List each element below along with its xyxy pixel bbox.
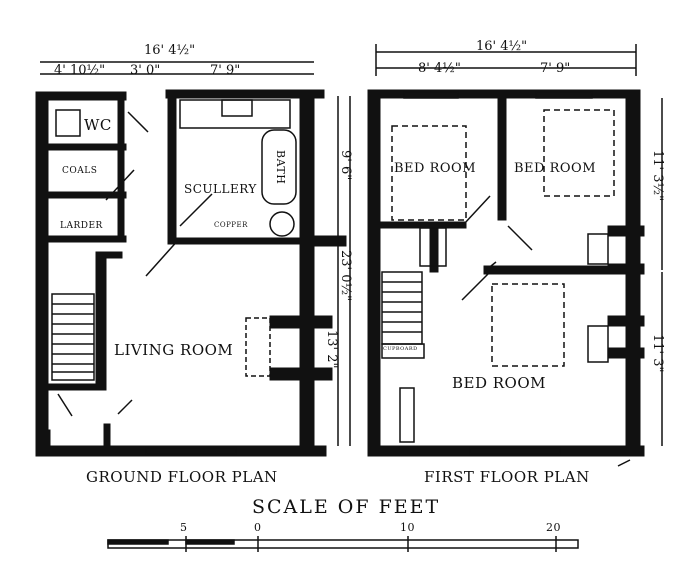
door-swing (57, 393, 73, 417)
ff-window-front (469, 447, 561, 455)
living-room-label: LIVING ROOM (114, 341, 234, 359)
gf-chimney-top (269, 315, 333, 329)
bed-room-1-label: BED ROOM (394, 161, 477, 176)
gf-window-front (145, 447, 237, 455)
gf-small-rooms-right-wall (117, 95, 125, 243)
wc-pan (55, 109, 81, 137)
gf-stair-wall-bottom (39, 383, 107, 391)
gf-door-post-left (39, 429, 51, 449)
ff-dim-overall-width: 16' 4½" (476, 39, 528, 54)
ff-mid-wall (497, 91, 507, 221)
gf-chimney-bottom (269, 367, 333, 381)
ff-chimney-b2 (607, 347, 645, 359)
gf-stair-wall-top (95, 251, 123, 259)
ff-dim-bottom-depth: 11' 3" (650, 334, 665, 373)
ground-floor-caption: GROUND FLOOR PLAN (86, 468, 278, 486)
gf-coals-wall-bottom (35, 191, 127, 199)
gf-dim-left-width: 4' 10½" (54, 63, 106, 78)
gf-scullery-left-wall (167, 91, 177, 243)
gf-wc-wall-bottom (35, 143, 127, 151)
ff-bed-partition (379, 221, 467, 229)
ff-stair-partition (429, 221, 439, 273)
door-swing (463, 195, 491, 225)
ff-dim-right-width: 7' 9" (540, 61, 571, 76)
gf-dim-middle-width: 3' 0" (130, 63, 161, 78)
bed-room-2-label: BED ROOM (514, 161, 597, 176)
cupboard-label: CUPBOARD (383, 346, 418, 352)
bed-outline-1 (391, 125, 467, 221)
gf-wall-right (299, 91, 315, 457)
scale-tick-10: 10 (400, 521, 415, 534)
gf-stairs (51, 293, 95, 381)
ff-window-top-2 (535, 91, 593, 99)
ff-dim-top-depth: 11' 3½" (650, 150, 665, 202)
gf-larder-wall-bottom (35, 235, 127, 243)
first-floor-thin-lines (375, 44, 663, 467)
gf-dim-right-width: 7' 9" (210, 63, 241, 78)
gf-wall-top-left (35, 91, 127, 101)
ground-floor-thin-lines (40, 61, 351, 455)
copper-label: COPPER (214, 221, 248, 229)
ff-stairs (381, 271, 423, 345)
ff-chimney-top (607, 225, 645, 237)
ff-chimney-mid (607, 263, 645, 275)
door-swing (117, 399, 133, 415)
gf-scullery-bottom-wall (167, 237, 309, 245)
sink-fixture (221, 99, 253, 117)
bath-label: BATH (274, 150, 287, 185)
gf-hearth (245, 317, 271, 377)
door-swing (105, 169, 135, 201)
gf-dim-overall-width: 16' 4½" (144, 43, 196, 58)
scale-tick-0: 0 (254, 521, 262, 534)
ff-window-top-1 (403, 91, 459, 99)
gf-wall-top-right (165, 89, 315, 99)
bath-fixture (261, 129, 297, 205)
ground-floor-plan (35, 89, 347, 457)
copper-fixture (269, 211, 295, 237)
coals-label: COALS (62, 166, 98, 176)
larder-label: LARDER (60, 221, 103, 231)
first-floor-caption: FIRST FLOOR PLAN (424, 468, 590, 486)
ff-stair-top (419, 227, 447, 267)
ff-dim-left-width: 8' 4½" (418, 61, 461, 76)
scale-tick-20: 20 (546, 521, 561, 534)
scale-title: SCALE OF FEET (252, 496, 441, 518)
door-swing (127, 111, 149, 133)
bed-outline-2 (543, 109, 615, 197)
ff-cupboard (381, 343, 425, 359)
gf-door-post (103, 423, 111, 449)
gf-dim-living-depth: 13' 2" (324, 330, 339, 369)
ff-wall-left (367, 91, 381, 455)
bed-room-3-label: BED ROOM (452, 374, 547, 392)
ff-wall-bottom (367, 445, 645, 457)
door-swing (145, 237, 181, 277)
scale-bar (107, 536, 579, 552)
ff-chimney-b1 (607, 315, 645, 327)
gf-wall-top-right-ext (299, 89, 325, 99)
wc-label: WC (84, 116, 112, 134)
gf-dim-overall-depth: 23' 0½" (338, 250, 353, 302)
door-swing (461, 271, 491, 301)
scale-bar-body (107, 539, 579, 549)
gf-right-partition (299, 235, 347, 247)
door-swing (507, 225, 533, 251)
door-swing (179, 193, 213, 227)
gf-dim-scullery-depth: 9' 6" (338, 150, 353, 181)
gf-stair-wall (95, 251, 107, 389)
scale-tick-5: 5 (180, 521, 188, 534)
door-swing (485, 261, 497, 271)
scullery-label: SCULLERY (184, 182, 257, 196)
first-floor-plan (367, 89, 645, 457)
bed-outline-3 (491, 283, 565, 367)
gf-wall-bottom (35, 445, 327, 457)
